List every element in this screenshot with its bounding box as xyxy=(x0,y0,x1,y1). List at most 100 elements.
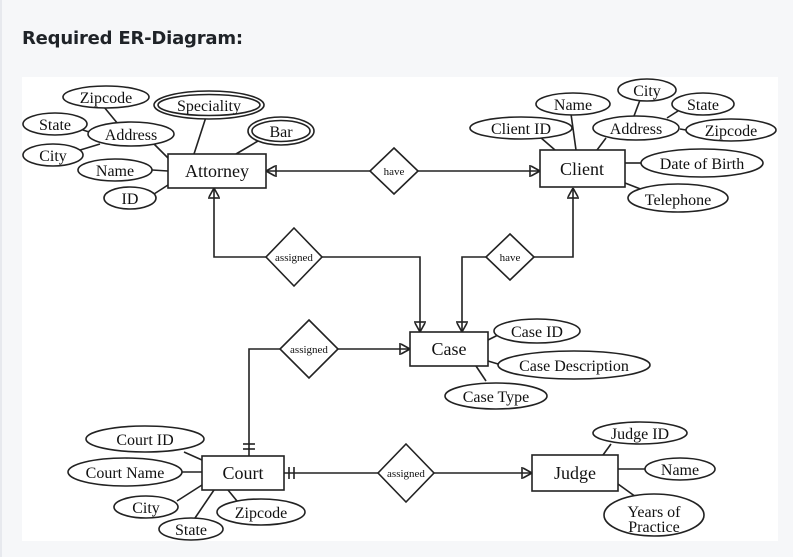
link-years-judge xyxy=(617,483,637,498)
attribute-court-state[interactable]: State xyxy=(158,517,224,541)
attribute-attorney-address[interactable]: Address xyxy=(87,121,175,147)
attribute-client-name[interactable]: Name xyxy=(535,92,611,116)
entity-attorney[interactable]: Attorney xyxy=(167,153,267,189)
relationship-attorney-client-have[interactable]: have xyxy=(368,146,420,196)
attribute-attorney-speciality-multivalued[interactable]: Speciality xyxy=(153,90,265,120)
attribute-label: Name xyxy=(554,97,592,114)
attribute-label-line1: Years of xyxy=(627,504,681,521)
entity-label: Court xyxy=(222,463,263,483)
crows-foot-client-bottom xyxy=(567,187,579,199)
relationship-court-judge-assigned[interactable]: assigned xyxy=(376,442,436,504)
link-zipcode-court xyxy=(227,489,238,502)
attribute-label: Name xyxy=(96,163,134,180)
link-court-assigned xyxy=(248,348,280,456)
attribute-client-state[interactable]: State xyxy=(671,92,735,116)
relationship-label: have xyxy=(384,166,405,178)
attribute-label: City xyxy=(132,500,160,517)
crows-foot-client-left xyxy=(529,165,541,177)
attribute-case-caseid[interactable]: Case ID xyxy=(493,318,581,344)
attribute-label: Speciality xyxy=(177,98,241,115)
attribute-client-address[interactable]: Address xyxy=(592,115,680,141)
link-judgeid-judge xyxy=(602,443,612,456)
attribute-client-clientid[interactable]: Client ID xyxy=(469,116,573,140)
entity-judge[interactable]: Judge xyxy=(531,454,619,492)
entity-label: Case xyxy=(432,339,467,359)
attribute-client-dob[interactable]: Date of Birth xyxy=(640,148,764,178)
attribute-judge-name[interactable]: Name xyxy=(644,457,716,481)
cardinality-markers xyxy=(208,165,579,479)
attribute-attorney-bar-multivalued[interactable]: Bar xyxy=(247,116,315,146)
attribute-label: Zipcode xyxy=(80,90,132,107)
relationship-court-case-assigned[interactable]: assigned xyxy=(278,318,340,380)
attribute-client-city[interactable]: City xyxy=(617,78,677,102)
left-border xyxy=(0,0,2,557)
attribute-case-description[interactable]: Case Description xyxy=(497,350,651,380)
attribute-case-type[interactable]: Case Type xyxy=(444,382,548,410)
attribute-attorney-name[interactable]: Name xyxy=(77,158,153,182)
attribute-judge-judgeid[interactable]: Judge ID xyxy=(592,421,688,445)
attribute-client-telephone[interactable]: Telephone xyxy=(627,183,729,213)
attribute-label: Case Description xyxy=(519,358,629,375)
crows-foot-case-top-right xyxy=(456,321,468,333)
page-heading: Required ER-Diagram: xyxy=(22,28,243,49)
link-have-case xyxy=(461,256,486,332)
attribute-label: Name xyxy=(661,462,699,479)
link-zipcode-address-client xyxy=(679,128,687,131)
crows-foot-attorney-right xyxy=(265,165,277,177)
attribute-court-courtname[interactable]: Court Name xyxy=(67,457,183,487)
attribute-label: Bar xyxy=(269,124,293,141)
one-only-court-top xyxy=(243,443,255,450)
one-only-court-right xyxy=(288,467,295,479)
entity-client[interactable]: Client xyxy=(539,149,626,188)
attribute-label-line2: Practice xyxy=(628,519,680,536)
link-address-client xyxy=(596,137,607,151)
entity-case[interactable]: Case xyxy=(409,331,489,367)
link-state-court xyxy=(194,489,215,519)
link-name-attorney xyxy=(151,169,169,172)
attribute-label: Case Type xyxy=(463,389,530,406)
link-attorney-assigned xyxy=(213,188,266,258)
link-city-court xyxy=(176,484,203,502)
connector-lines xyxy=(66,99,687,519)
link-courtid-court xyxy=(183,451,203,461)
attribute-label: Address xyxy=(610,121,662,138)
entity-court[interactable]: Court xyxy=(201,455,285,491)
attribute-judge-years-of-practice[interactable]: Years of Practice xyxy=(603,493,705,537)
attribute-court-courtid[interactable]: Court ID xyxy=(85,425,205,453)
link-casedesc-case xyxy=(487,360,499,365)
attribute-label: City xyxy=(39,148,67,165)
attribute-label: Court ID xyxy=(116,432,173,449)
attribute-label: State xyxy=(175,522,207,539)
crows-foot-case-left xyxy=(399,343,411,355)
attribute-court-zipcode[interactable]: Zipcode xyxy=(216,498,306,526)
crows-foot-attorney-bottom xyxy=(208,187,220,199)
entity-label: Attorney xyxy=(185,161,249,181)
attribute-label: Date of Birth xyxy=(660,156,744,173)
attribute-attorney-id[interactable]: ID xyxy=(103,186,157,210)
relationship-client-case-have[interactable]: have xyxy=(484,232,536,282)
attribute-label: Telephone xyxy=(645,192,711,209)
crows-foot-judge-left xyxy=(521,467,533,479)
entity-label: Judge xyxy=(554,463,596,483)
attribute-attorney-city[interactable]: City xyxy=(22,143,84,167)
link-casetype-case xyxy=(475,365,487,382)
attribute-court-city[interactable]: City xyxy=(113,495,179,519)
er-diagram: Attorney Client Case Court Judge have as… xyxy=(22,77,778,541)
relationship-label: assigned xyxy=(275,252,313,264)
link-city-address-client xyxy=(633,99,641,117)
attribute-attorney-zipcode[interactable]: Zipcode xyxy=(62,85,150,109)
crows-foot-case-top-left xyxy=(414,321,426,333)
attribute-attorney-state[interactable]: State xyxy=(22,112,88,136)
link-assigned-case xyxy=(322,256,421,332)
attribute-label: City xyxy=(633,83,661,100)
attribute-label: ID xyxy=(122,191,139,208)
attribute-label: Zipcode xyxy=(705,123,757,140)
relationship-label: have xyxy=(500,252,521,264)
attribute-client-zipcode[interactable]: Zipcode xyxy=(685,118,777,142)
entity-label: Client xyxy=(560,159,604,179)
link-bar-attorney xyxy=(235,140,259,155)
attribute-label: Judge ID xyxy=(611,426,669,443)
link-speciality-attorney xyxy=(193,116,207,155)
relationship-attorney-case-assigned[interactable]: assigned xyxy=(264,226,324,288)
attribute-label: Court Name xyxy=(86,465,165,482)
